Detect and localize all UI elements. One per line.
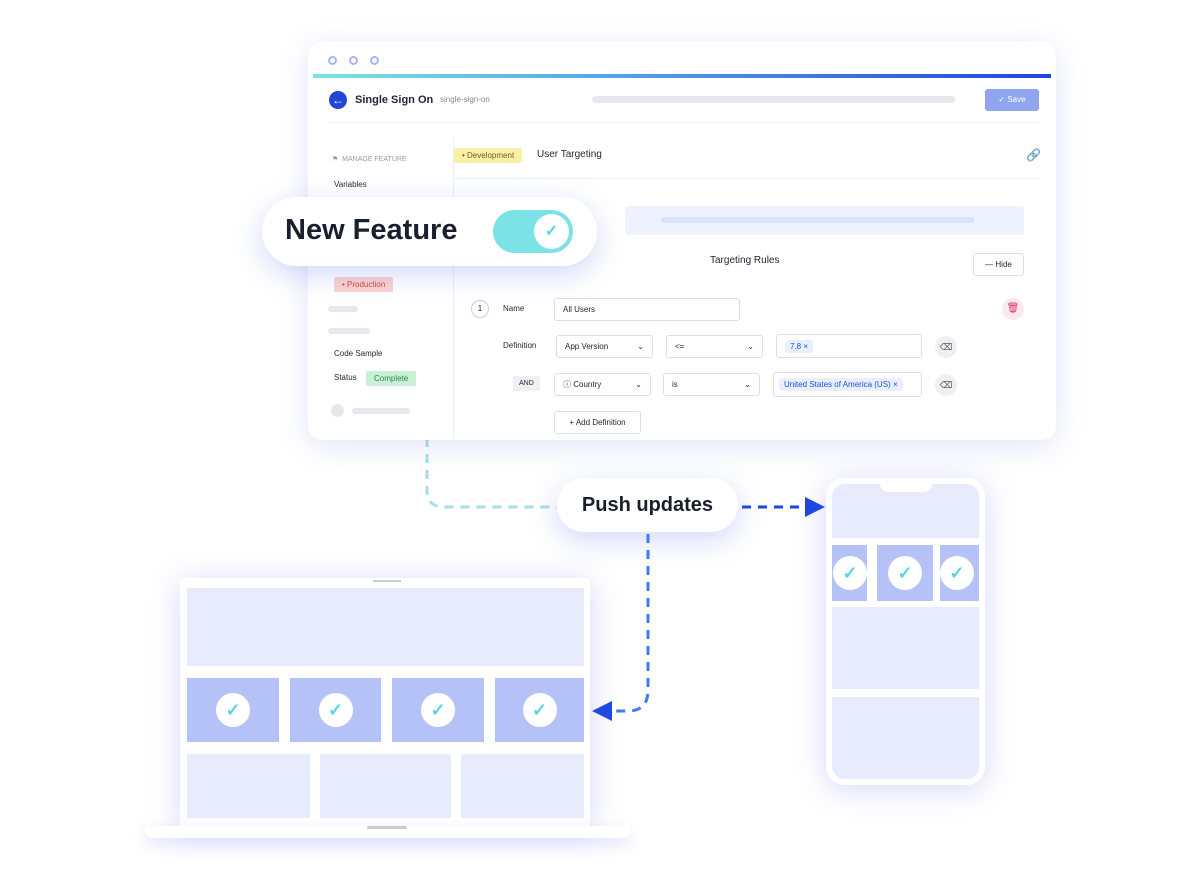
check-icon: ✓ (421, 693, 455, 727)
check-icon: ✓ (318, 693, 353, 727)
push-updates-label: Push updates (581, 494, 714, 516)
status-label: Status (334, 373, 357, 382)
targeting-rules-title: Targeting Rules (710, 255, 780, 266)
name-label: Name (503, 304, 525, 313)
progress-gradient-bar (313, 74, 1051, 78)
back-arrow-icon[interactable]: ← (329, 91, 347, 109)
save-label: Save (1007, 95, 1026, 104)
chevron-down-icon: ⌄ (747, 342, 754, 351)
flag-icon: ⚑ (332, 156, 339, 163)
feature-toggle[interactable]: ✓ (493, 210, 573, 253)
def2-field-select[interactable]: ⓘ Country⌄ (554, 373, 651, 396)
chevron-down-icon: ⌄ (637, 342, 644, 351)
definition-label: Definition (503, 341, 537, 350)
check-icon: ✓ (216, 693, 250, 727)
new-feature-label: New Feature (285, 214, 458, 246)
trash-icon[interactable]: 🗑 (1002, 298, 1024, 320)
rule-name-input[interactable]: All Users (554, 298, 740, 321)
status-badge: Complete (366, 371, 417, 386)
hide-button[interactable]: — Hide (973, 253, 1024, 276)
def1-field-select[interactable]: App Version⌄ (556, 335, 653, 358)
def2-value-input[interactable]: United States of America (US) × (773, 372, 922, 397)
push-updates-pill: Push updates (557, 478, 738, 532)
link-icon[interactable]: 🔗 (1026, 148, 1041, 162)
new-feature-pill: New Feature ✓ (262, 197, 597, 266)
sidebar-item-code-sample[interactable]: Code Sample (334, 349, 383, 358)
window-dot (349, 56, 358, 65)
chevron-down-icon: ⌄ (635, 380, 642, 389)
feature-window: ← Single Sign On single-sign-on ✓ Save ⚑… (308, 42, 1056, 440)
sidebar-item-variables[interactable]: Variables (334, 180, 367, 189)
production-badge[interactable]: • Production (334, 277, 394, 292)
environment-badge[interactable]: • Development (454, 148, 523, 163)
window-dot (328, 56, 337, 65)
clear-icon[interactable]: ⌫ (935, 336, 957, 358)
save-button[interactable]: ✓ Save (985, 89, 1039, 111)
feature-slug: single-sign-on (440, 95, 490, 104)
feature-title: Single Sign On (355, 94, 434, 106)
chevron-down-icon: ⌄ (744, 380, 751, 389)
laptop-screen: ✓ ✓ ✓ ✓ (180, 578, 590, 826)
def2-operator-select[interactable]: is⌄ (663, 373, 760, 396)
check-icon: ✓ (833, 556, 867, 590)
check-circle-icon: ✓ (998, 95, 1006, 104)
info-icon: ⓘ (563, 380, 571, 389)
and-label: AND (513, 376, 540, 391)
add-definition-button[interactable]: + Add Definition (554, 411, 641, 434)
manage-feature-heading: ⚑ MANAGE FEATURE (332, 156, 407, 163)
check-icon: ✓ (940, 556, 974, 590)
placeholder-bar (592, 96, 955, 103)
check-icon: ✓ (522, 693, 557, 727)
check-icon: ✓ (534, 214, 569, 249)
laptop-base (145, 826, 630, 838)
section-title: User Targeting (537, 149, 602, 160)
window-dot (370, 56, 379, 65)
clear-icon[interactable]: ⌫ (935, 374, 957, 396)
def1-value-input[interactable]: 7.8 × (776, 334, 922, 358)
phone: ✓ ✓ ✓ (826, 478, 985, 785)
check-icon: ✓ (888, 556, 922, 590)
def1-operator-select[interactable]: <=⌄ (666, 335, 763, 358)
rule-number: 1 (471, 300, 489, 318)
